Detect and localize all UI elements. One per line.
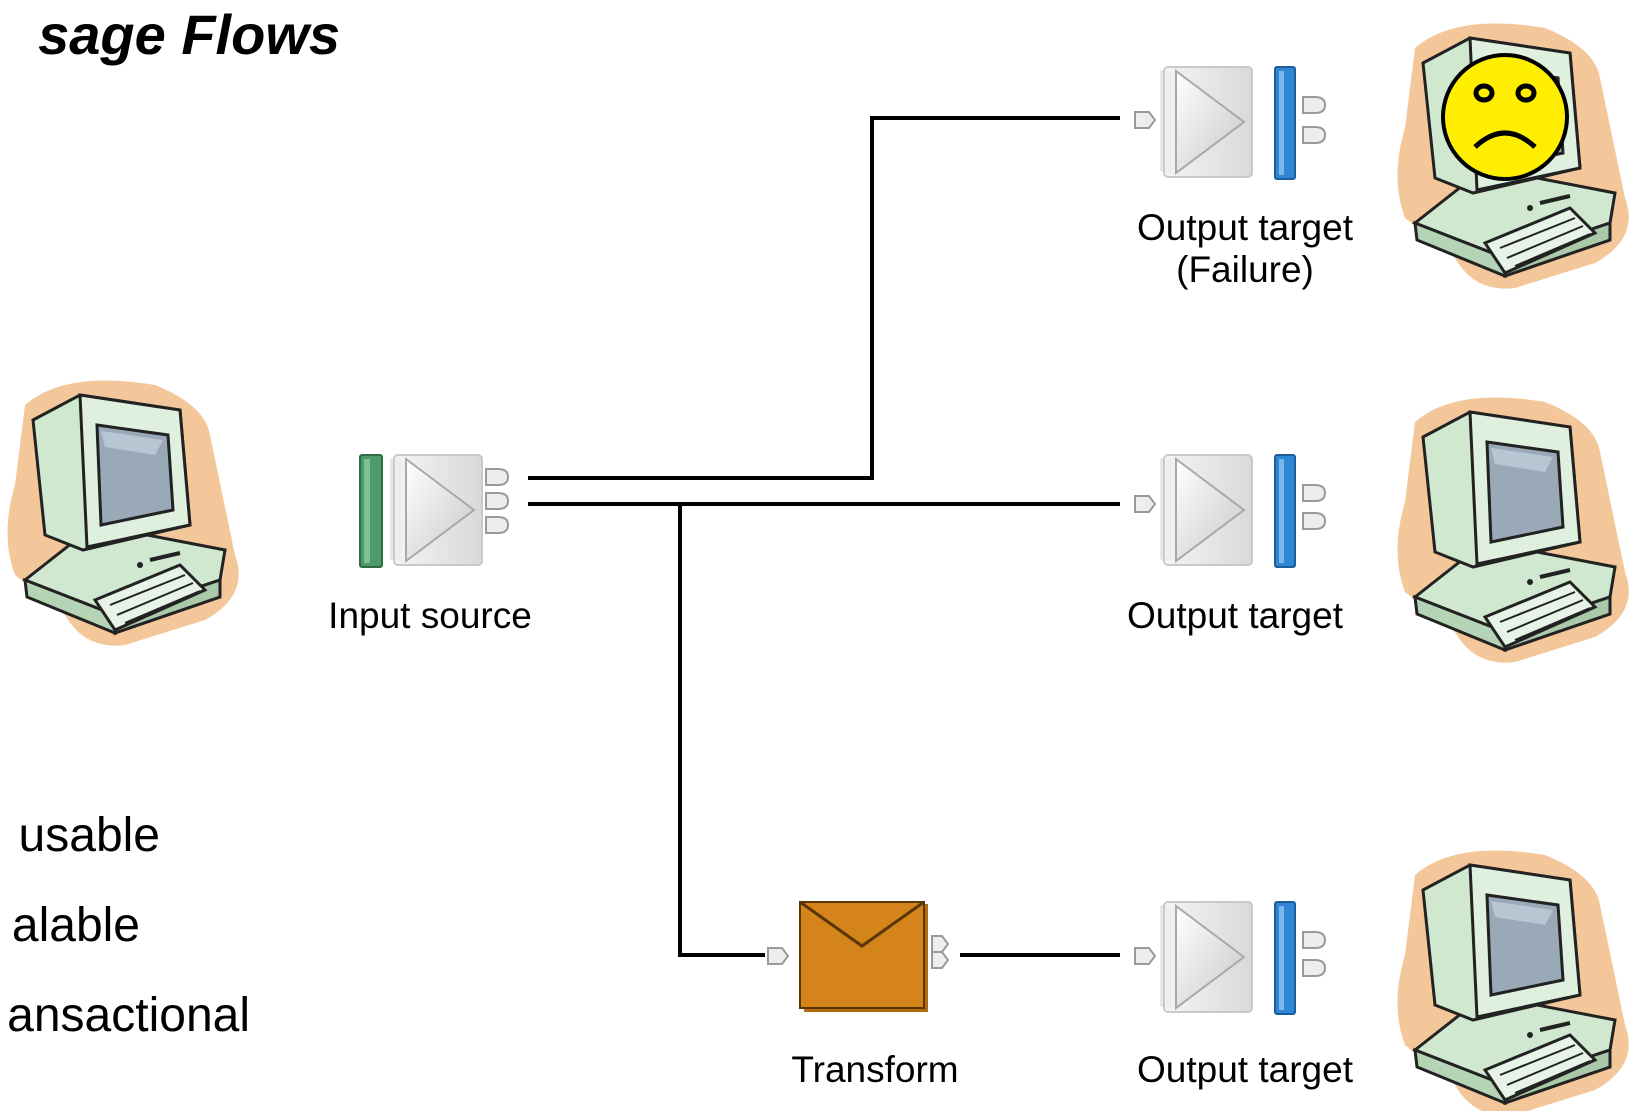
input-source-node[interactable]	[359, 454, 509, 568]
page-title-text: sage Flows	[38, 3, 340, 66]
output-target-failure-label: Output target (Failure)	[1100, 207, 1390, 291]
output-target-label: Output target	[1127, 595, 1343, 636]
output-port[interactable]	[1302, 931, 1326, 949]
input-port[interactable]	[1134, 495, 1156, 513]
connector-transform	[678, 504, 765, 957]
connection-lines	[528, 116, 1120, 957]
envelope-icon	[799, 901, 925, 1009]
output-target-failure-label-line2: (Failure)	[1176, 249, 1314, 290]
input-terminal	[359, 454, 383, 568]
output-port[interactable]	[1302, 484, 1326, 502]
input-source-label: Input source	[328, 595, 532, 636]
input-port[interactable]	[1134, 947, 1156, 965]
flow-node-icon	[1159, 901, 1253, 1013]
page-title: sage Flows	[0, 0, 420, 70]
input-port[interactable]	[767, 947, 789, 965]
transform-label: Transform	[791, 1049, 959, 1090]
connector-failure	[528, 116, 1120, 480]
computer-icon	[5, 378, 241, 648]
output-target-node[interactable]	[1134, 454, 1326, 568]
output-target-node[interactable]	[1134, 901, 1326, 1015]
output-port[interactable]	[1302, 96, 1326, 114]
sad-face-icon	[1441, 53, 1569, 181]
output-port[interactable]	[485, 468, 509, 486]
flow-node-icon	[1159, 66, 1253, 178]
input-port[interactable]	[1134, 111, 1156, 129]
output-terminal	[1274, 901, 1296, 1015]
output-port[interactable]	[1302, 959, 1326, 977]
output-port[interactable]	[485, 492, 509, 510]
computer-icon	[1395, 395, 1631, 665]
flow-node-icon	[389, 454, 483, 566]
output-target-failure-node[interactable]	[1134, 66, 1326, 180]
output-terminal	[1274, 454, 1296, 568]
output-port[interactable]	[931, 935, 950, 969]
transform-node[interactable]	[767, 900, 950, 1012]
output-target-label: Output target	[1137, 1049, 1353, 1090]
output-port[interactable]	[1302, 512, 1326, 530]
output-target-failure-label-line1: Output target	[1137, 207, 1353, 248]
output-terminal	[1274, 66, 1296, 180]
computer-icon	[1395, 848, 1631, 1111]
output-port[interactable]	[485, 516, 509, 534]
flow-node-icon	[1159, 454, 1253, 566]
output-port[interactable]	[1302, 126, 1326, 144]
